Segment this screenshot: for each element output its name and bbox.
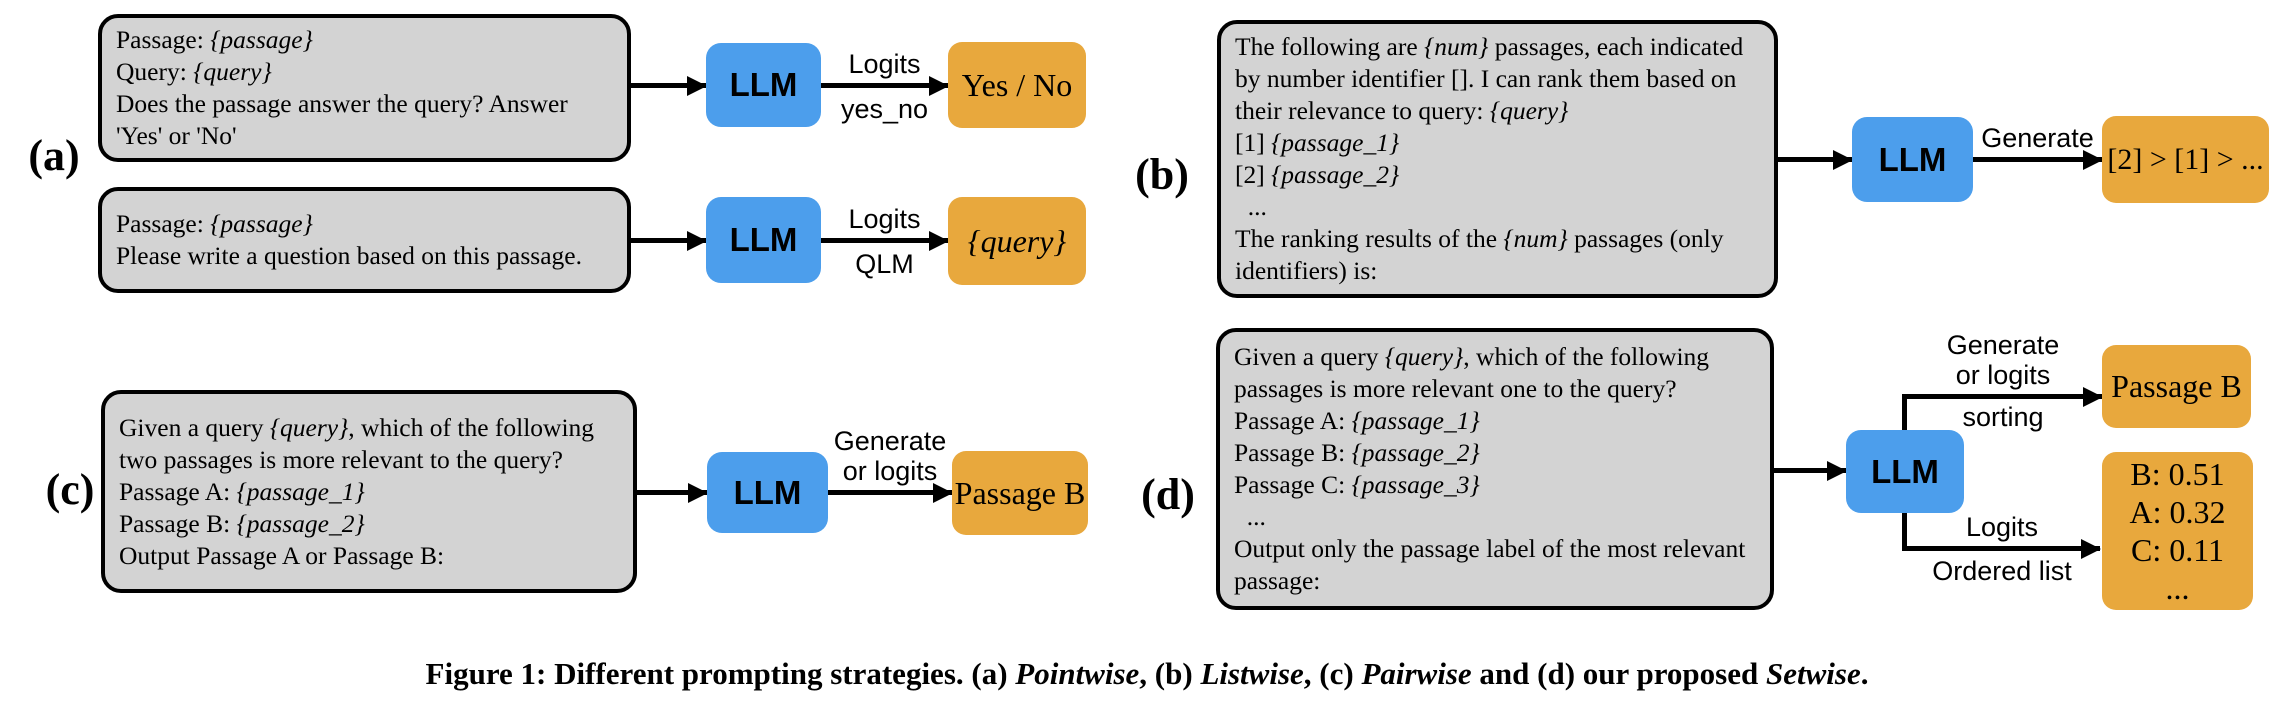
output-box-a2: {query} [948,197,1086,285]
arrow-c-out [828,490,952,495]
llm-box-a1: LLM [706,43,821,127]
llm-box-c: LLM [707,452,828,533]
arrow-d-bottom [1904,546,2100,551]
arrow-a1-in [631,83,706,88]
arrow-b-in [1778,157,1852,162]
arrow-label-a2-top: Logits [848,204,921,234]
arrow-d-in [1774,468,1846,473]
output-box-b: [2] > [1] > ... [2102,116,2269,203]
arrow-label-d-bottom-above: Logits [1965,512,2039,542]
prompt-box-b: The following are {num} passages, each i… [1217,20,1778,298]
llm-box-b: LLM [1852,117,1973,202]
prompt-box-a2: Passage: {passage}Please write a questio… [98,187,631,293]
arrow-label-a1-top: Logits [848,49,921,79]
arrow-a2-out [821,238,948,243]
arrow-b-out [1973,157,2102,162]
arrow-label-a1-bottom: yes_no [840,94,929,124]
branch-top-connector [1902,394,1907,430]
panel-label-c: (c) [45,465,95,514]
arrow-a1-out [821,83,948,88]
output-box-c: Passage B [952,451,1088,535]
arrow-label-d-bottom-below: Ordered list [1932,556,2072,586]
output-box-d-top: Passage B [2102,345,2251,428]
arrow-c-in [637,490,707,495]
arrow-a2-in [631,238,706,243]
branch-bottom-connector [1902,513,1907,551]
panel-label-b: (b) [1135,150,1189,199]
arrow-label-d-top-above: Generate or logits [1946,330,2060,390]
prompt-box-a1: Passage: {passage}Query: {query}Does the… [98,14,631,162]
arrow-d-top [1904,394,2102,399]
arrow-label-c-top: Generate or logits [833,426,947,486]
panel-label-a: (a) [28,131,80,180]
llm-box-a2: LLM [706,197,821,283]
arrow-label-d-top-below: sorting [1962,402,2044,432]
figure-caption: Figure 1: Different prompting strategies… [425,656,1869,691]
output-box-a1: Yes / No [948,42,1086,128]
arrow-label-b-top: Generate [1981,123,2094,153]
prompt-box-d: Given a query {query}, which of the foll… [1216,328,1774,610]
arrow-label-a2-bottom: QLM [855,249,914,279]
llm-box-d: LLM [1846,430,1964,513]
panel-label-d: (d) [1141,470,1195,519]
prompt-box-c: Given a query {query}, which of the foll… [101,390,637,593]
